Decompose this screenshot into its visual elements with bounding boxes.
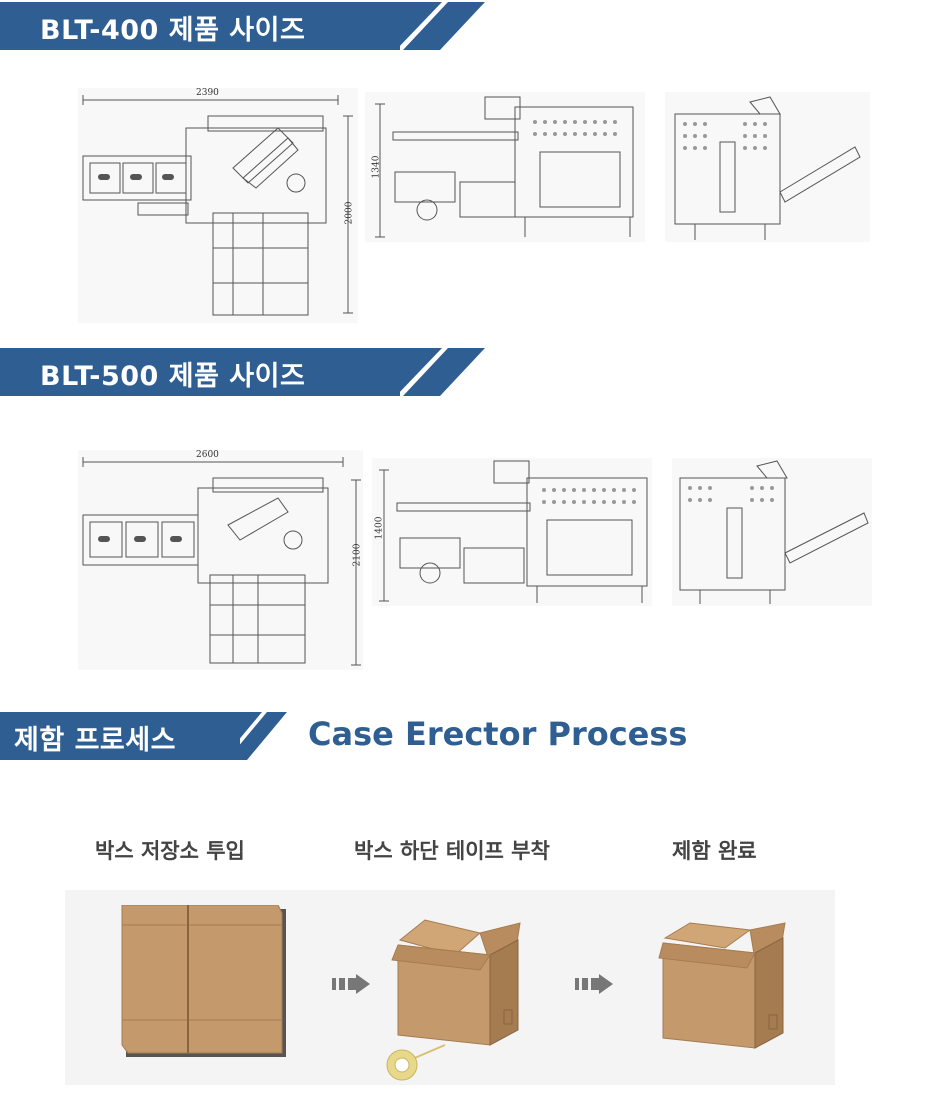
process-banner: 제함 프로세스	[0, 712, 300, 760]
blt500-end-view-drawing	[672, 458, 872, 606]
process-title-en: Case Erector Process	[308, 715, 688, 753]
height-dimension: 2100	[352, 543, 363, 567]
step-label-2: 박스 하단 테이프 부착	[354, 839, 550, 863]
open-box-tape-icon	[386, 919, 521, 1081]
blt500-side-view-drawing: 1400	[372, 458, 652, 606]
side-height-dimension: 1400	[374, 516, 385, 540]
height-dimension: 2000	[344, 201, 355, 225]
blt400-side-view-drawing: 1340	[365, 92, 645, 242]
section-banner-blt400: BLT-400 제품 사이즈	[0, 2, 490, 50]
arrow-right-icon	[575, 974, 613, 994]
flat-box-stack-icon	[121, 905, 286, 1057]
step-label-3: 제함 완료	[672, 839, 757, 863]
section-banner-blt500: BLT-500 제품 사이즈	[0, 348, 490, 396]
blt500-top-view-drawing: 2600 2100	[78, 450, 363, 670]
side-height-dimension: 1340	[371, 155, 382, 179]
banner-slash-decoration	[198, 712, 287, 760]
arrow-right-icon	[332, 974, 370, 994]
width-dimension: 2600	[196, 450, 219, 460]
section-title: BLT-400 제품 사이즈	[40, 15, 306, 46]
process-title-kr: 제함 프로세스	[14, 725, 176, 756]
banner-slash-decoration	[352, 348, 485, 396]
banner-slash-decoration	[352, 2, 485, 50]
section-title: BLT-500 제품 사이즈	[40, 361, 306, 392]
erected-box-icon	[658, 922, 786, 1049]
width-dimension: 2390	[196, 88, 219, 98]
blt400-top-view-drawing: 2390 2000	[78, 88, 358, 323]
blt400-end-view-drawing	[665, 92, 870, 242]
step-label-1: 박스 저장소 투입	[95, 839, 245, 863]
